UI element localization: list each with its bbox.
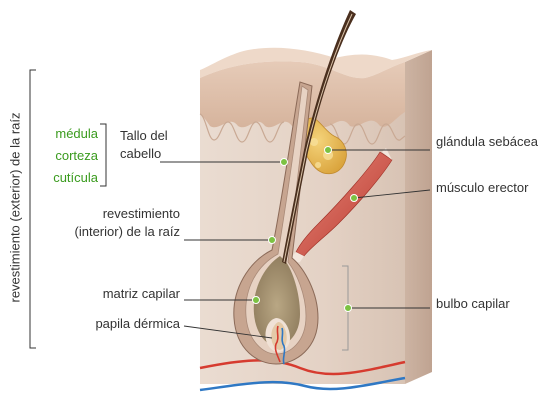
dot-rev-interior — [268, 236, 276, 244]
label-rev-exterior: revestimiento (exterior) de la raíz — [7, 112, 23, 303]
label-corteza: corteza — [55, 148, 98, 163]
dot-tallo — [280, 158, 288, 166]
label-tallo-2: cabello — [120, 146, 162, 161]
outer-sheath-bracket — [29, 69, 36, 349]
hair-follicle — [233, 10, 356, 365]
pointer-dots — [252, 146, 358, 312]
hair-medulla — [283, 13, 353, 263]
leader-papila — [183, 325, 273, 339]
dot-glandula — [324, 146, 332, 154]
hair-layers-bracket — [100, 123, 107, 187]
label-cuticula: cutícula — [53, 170, 98, 185]
label-rev-interior-1: revestimiento — [102, 206, 180, 221]
hair-bulb — [253, 256, 300, 346]
skin-block — [199, 47, 432, 392]
label-rev-interior-2: (interior) de la raíz — [74, 224, 180, 239]
label-tallo-1: Tallo del — [120, 128, 168, 143]
dot-matriz — [252, 296, 260, 304]
epidermis-surface — [200, 47, 432, 79]
label-glandula: glándula sebácea — [436, 134, 538, 149]
dermal-papilla — [265, 318, 290, 365]
label-musculo: músculo erector — [436, 180, 529, 195]
label-matriz: matriz capilar — [102, 286, 180, 301]
artery — [199, 359, 406, 376]
label-medula: médula — [55, 126, 98, 141]
leader-musculo — [353, 189, 431, 199]
hair-shaft — [282, 10, 356, 264]
label-bulbo: bulbo capilar — [436, 296, 510, 311]
vein — [199, 376, 406, 392]
dot-musculo — [350, 194, 358, 202]
label-papila: papila dérmica — [95, 316, 180, 331]
leader-lines — [160, 149, 431, 339]
dot-bulbo — [344, 304, 352, 312]
skin-side-face — [405, 50, 432, 384]
